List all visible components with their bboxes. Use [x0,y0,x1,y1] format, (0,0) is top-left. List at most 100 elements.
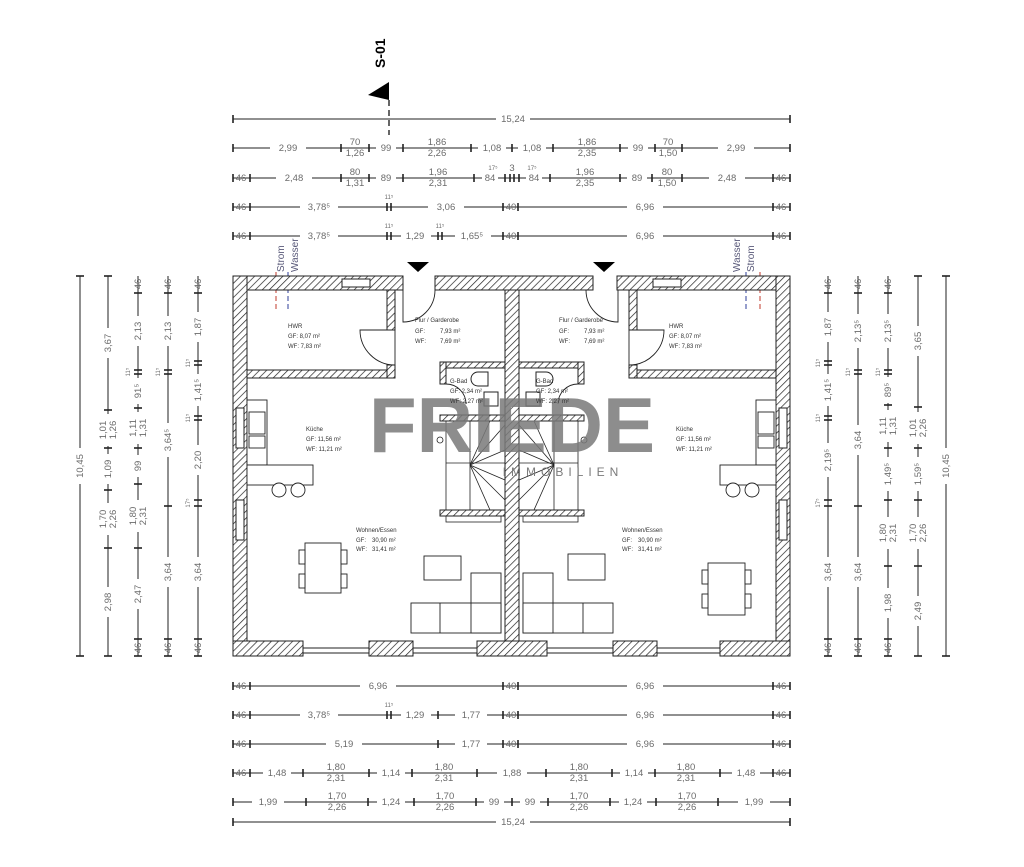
svg-text:89: 89 [381,173,392,184]
svg-text:WF:: WF: [559,339,570,345]
svg-text:GF:: GF: [559,329,569,335]
svg-text:17⁵: 17⁵ [527,165,537,172]
entry-arrow-left-icon [407,262,429,272]
svg-text:Wohnen/Essen: Wohnen/Essen [356,528,397,534]
svg-text:11⁵: 11⁵ [815,358,822,367]
svg-text:1,26: 1,26 [108,421,119,440]
water-label-right: Wasser [732,238,743,272]
svg-text:1,98: 1,98 [883,594,894,613]
svg-text:2,13⁵: 2,13⁵ [853,320,864,342]
svg-text:46: 46 [163,279,174,290]
svg-text:1,14: 1,14 [382,768,401,779]
svg-text:46: 46 [776,231,787,242]
svg-text:30,90 m²: 30,90 m² [372,538,396,544]
svg-text:Küche: Küche [306,427,324,433]
svg-text:1,80: 1,80 [327,762,346,773]
svg-text:46: 46 [236,231,247,242]
svg-text:7,93 m²: 7,93 m² [584,329,604,335]
svg-text:46: 46 [236,681,247,692]
svg-text:1,24: 1,24 [624,797,643,808]
watermark-brand: FRIEDE [369,381,655,469]
svg-text:11⁵: 11⁵ [125,367,132,376]
svg-text:1,99: 1,99 [745,797,764,808]
svg-text:31,41 m²: 31,41 m² [372,547,396,553]
utility-markers: Strom Wasser Wasser Strom [275,238,761,310]
svg-text:1,01: 1,01 [98,421,109,440]
svg-text:46: 46 [193,643,204,654]
svg-text:1,99: 1,99 [259,797,278,808]
svg-text:7,69 m²: 7,69 m² [440,339,460,345]
svg-text:WF: 2,27 m²: WF: 2,27 m² [536,399,569,405]
svg-text:3,78⁵: 3,78⁵ [308,202,330,213]
svg-text:Flur / Garderobe: Flur / Garderobe [415,318,460,324]
svg-text:46: 46 [823,279,834,290]
svg-text:11⁵: 11⁵ [845,367,852,376]
svg-text:46: 46 [776,681,787,692]
svg-text:2,26: 2,26 [108,510,119,529]
svg-text:2,31: 2,31 [888,524,899,543]
svg-text:40: 40 [506,739,517,750]
power-label-left: Strom [276,245,287,272]
svg-text:3,78⁵: 3,78⁵ [308,231,330,242]
svg-text:3,64⁵: 3,64⁵ [163,429,174,451]
svg-text:5,19: 5,19 [335,739,354,750]
svg-text:1,31: 1,31 [888,417,899,436]
watermark: FRIEDE IMMOBILIEN [369,381,655,479]
svg-text:15,24: 15,24 [501,114,525,125]
svg-text:Flur / Garderobe: Flur / Garderobe [559,318,604,324]
svg-text:2,26: 2,26 [328,802,347,813]
water-label-left: Wasser [290,238,301,272]
svg-text:99: 99 [633,143,644,154]
svg-text:40: 40 [506,681,517,692]
svg-text:2,31: 2,31 [435,773,454,784]
svg-text:80: 80 [350,167,361,178]
svg-text:3,65: 3,65 [913,332,924,351]
svg-text:WF:: WF: [415,339,426,345]
svg-text:46: 46 [776,710,787,721]
svg-text:31,41 m²: 31,41 m² [638,547,662,553]
svg-text:2,20: 2,20 [193,451,204,470]
svg-text:89⁵: 89⁵ [883,383,894,398]
building-outline [232,275,791,657]
svg-text:46: 46 [776,173,787,184]
svg-text:WF:: WF: [356,547,367,553]
svg-text:G-Bad: G-Bad [450,379,467,385]
svg-text:Küche: Küche [676,427,694,433]
svg-text:1,11: 1,11 [128,419,139,437]
svg-text:1,80: 1,80 [128,507,139,526]
svg-text:1,96: 1,96 [429,167,448,178]
svg-text:6,96: 6,96 [369,681,388,692]
svg-text:GF:: GF: [356,538,366,544]
svg-text:11⁵: 11⁵ [385,194,394,201]
svg-text:46: 46 [776,202,787,213]
svg-text:1,70: 1,70 [328,791,347,802]
svg-text:1,86: 1,86 [578,137,597,148]
right-dimension-labels: 46 1,87 11⁵ 1,41⁵ 11⁵ 2,19⁵ 17⁵ 3,64 46 … [815,279,952,654]
svg-text:1,87: 1,87 [823,318,834,337]
svg-text:1,65⁵: 1,65⁵ [461,231,483,242]
svg-text:1,77: 1,77 [462,739,481,750]
svg-text:2,99: 2,99 [727,143,746,154]
svg-text:40: 40 [506,231,517,242]
svg-text:46: 46 [776,768,787,779]
svg-text:15,24: 15,24 [501,817,525,828]
svg-text:1,59⁵: 1,59⁵ [913,463,924,485]
svg-text:2,19⁵: 2,19⁵ [823,449,834,471]
svg-text:89: 89 [632,173,643,184]
svg-text:10,45: 10,45 [75,454,86,478]
svg-text:GF: 2,34 m²: GF: 2,34 m² [536,389,568,395]
svg-text:HWR: HWR [669,324,684,330]
svg-text:2,26: 2,26 [918,419,929,438]
svg-text:3,78⁵: 3,78⁵ [308,710,330,721]
room-labels-right: HWR GF: 8,07 m² WF: 7,83 m² Flur / Garde… [536,318,712,553]
svg-text:1,80: 1,80 [878,524,889,543]
section-arrow-icon [368,82,389,100]
svg-text:1,49⁵: 1,49⁵ [883,463,894,485]
svg-text:1,24: 1,24 [382,797,401,808]
svg-text:1,50: 1,50 [659,148,678,159]
svg-text:46: 46 [853,643,864,654]
svg-text:G-Bad: G-Bad [536,379,553,385]
svg-text:2,26: 2,26 [678,802,697,813]
svg-text:84: 84 [529,173,540,184]
svg-text:2,48: 2,48 [285,173,304,184]
